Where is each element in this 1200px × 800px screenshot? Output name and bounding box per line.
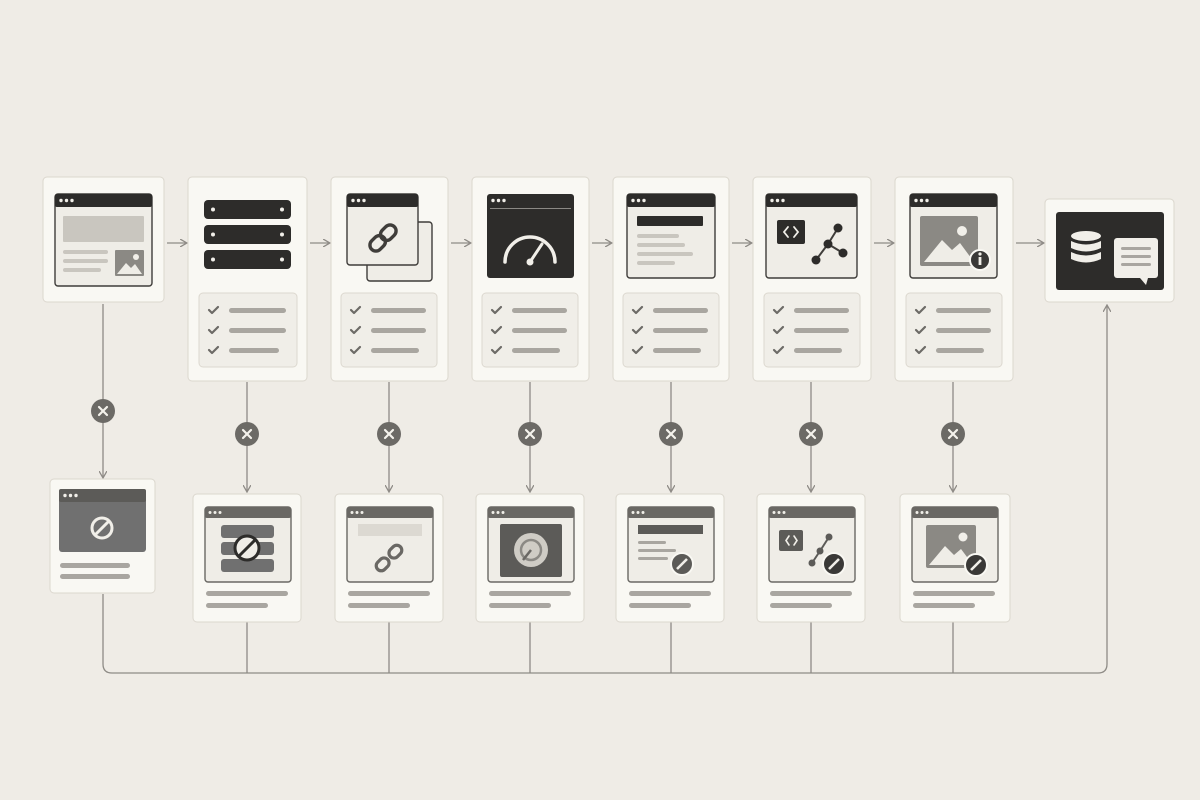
failure-card-7[interactable]: [899, 493, 1011, 623]
blocked-browser-icon: [59, 489, 146, 552]
failure-card-5[interactable]: [615, 493, 725, 623]
failure-card-3[interactable]: [334, 493, 444, 623]
checklist-panel: [481, 292, 579, 368]
check-icon: [631, 305, 644, 315]
check-icon: [490, 305, 503, 315]
checklist-panel: [198, 292, 298, 368]
stage-card-7[interactable]: [894, 176, 1014, 382]
checklist-panel: [763, 292, 861, 368]
x-circle-icon: [91, 399, 115, 423]
broken-link-icon: [346, 506, 434, 583]
slow-gauge-icon: [487, 506, 575, 583]
checklist-panel: [905, 292, 1003, 368]
check-icon: [914, 325, 927, 335]
check-icon: [349, 325, 362, 335]
database-report-icon: [1056, 212, 1164, 290]
speedometer-icon: [487, 194, 574, 278]
link-icon: [346, 193, 433, 282]
stage-card-4[interactable]: [471, 176, 590, 382]
check-icon: [631, 325, 644, 335]
stage-card-6[interactable]: [752, 176, 872, 382]
check-icon: [490, 345, 503, 355]
stage-card-2[interactable]: [187, 176, 308, 382]
blocked-image-icon: [911, 506, 999, 583]
check-icon: [772, 325, 785, 335]
server-stack-icon: [204, 200, 291, 269]
check-icon: [207, 325, 220, 335]
blocked-code-graph-icon: [768, 506, 856, 583]
failure-card-4[interactable]: [475, 493, 585, 623]
x-circle-icon: [659, 422, 683, 446]
x-circle-icon: [941, 422, 965, 446]
check-icon: [207, 305, 220, 315]
image-info-icon: [909, 193, 998, 279]
x-circle-icon: [235, 422, 259, 446]
browser-image-icon: [54, 193, 153, 287]
checklist-panel: [340, 292, 438, 368]
stage-card-3[interactable]: [330, 176, 449, 382]
reject-markers: [91, 399, 965, 446]
x-circle-icon: [799, 422, 823, 446]
check-icon: [207, 345, 220, 355]
collector-bus: [102, 306, 1107, 674]
check-icon: [772, 305, 785, 315]
check-icon: [772, 345, 785, 355]
stage-card-1[interactable]: [42, 176, 165, 303]
check-icon: [349, 345, 362, 355]
check-icon: [631, 345, 644, 355]
check-icon: [914, 305, 927, 315]
x-circle-icon: [377, 422, 401, 446]
failure-card-2[interactable]: [192, 493, 302, 623]
failure-card-1[interactable]: [49, 478, 156, 594]
check-icon: [349, 305, 362, 315]
final-card[interactable]: [1044, 198, 1175, 303]
failure-card-6[interactable]: [756, 493, 866, 623]
stage-card-5[interactable]: [612, 176, 730, 382]
blocked-server-icon: [204, 506, 292, 583]
code-graph-icon: [765, 193, 858, 279]
check-icon: [490, 325, 503, 335]
document-page-icon: [626, 193, 716, 279]
x-circle-icon: [518, 422, 542, 446]
checklist-panel: [622, 292, 720, 368]
check-icon: [914, 345, 927, 355]
blocked-document-icon: [627, 506, 715, 583]
